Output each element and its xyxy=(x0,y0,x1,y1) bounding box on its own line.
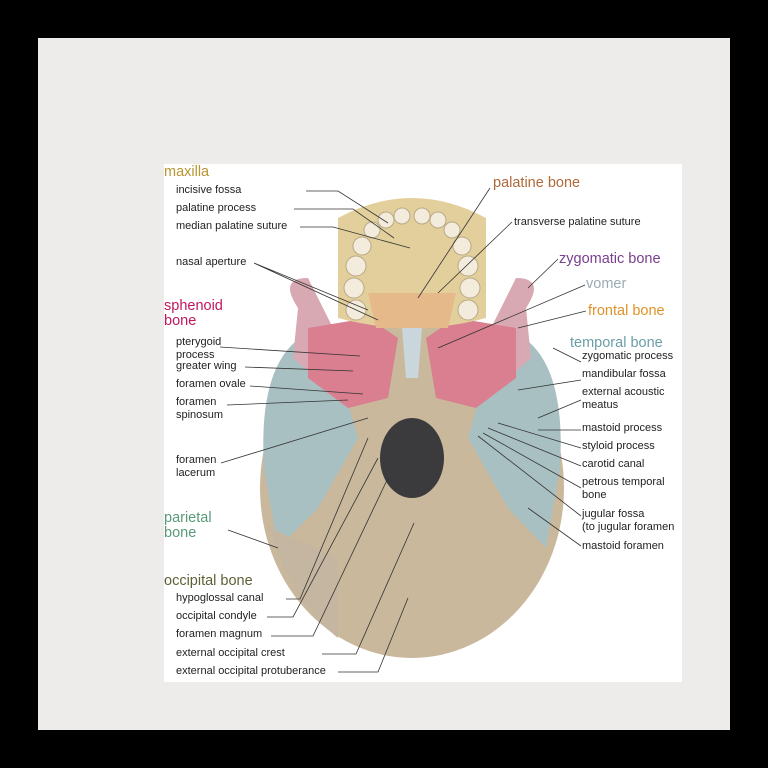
label-left: hypoglossal canal xyxy=(176,592,264,604)
skull-base-diagram: maxilla palatine bone zygomatic bone vom… xyxy=(164,164,682,682)
label-left: nasal aperture xyxy=(176,256,247,268)
heading-sphenoid-bone: sphenoid bone xyxy=(164,298,223,329)
label-left: external occipital crest xyxy=(176,647,285,659)
heading-parietal-bone: parietal bone xyxy=(164,510,212,541)
label-left: occipital condyle xyxy=(176,610,257,622)
sphenoid-right xyxy=(426,318,516,408)
label-right: carotid canal xyxy=(582,458,645,470)
leader-lines xyxy=(219,187,587,673)
frame-mat: maxilla palatine bone zygomatic bone vom… xyxy=(38,38,730,730)
label-left: external occipital protuberance xyxy=(176,665,326,677)
label-right: jugular fossa (to jugular foramen xyxy=(582,508,675,533)
palatine-shape xyxy=(368,293,456,328)
label-right: zygomatic process xyxy=(582,350,674,362)
sphenoid-left xyxy=(308,318,398,408)
label-left: greater wing xyxy=(176,360,237,372)
label-left: foramen lacerum xyxy=(176,454,217,479)
heading-maxilla: maxilla xyxy=(164,164,210,180)
label-left: foramen spinosum xyxy=(176,396,224,421)
heading-zygomatic-bone: zygomatic bone xyxy=(559,251,661,267)
heading-palatine-bone: palatine bone xyxy=(493,175,581,191)
heading-frontal-bone: frontal bone xyxy=(588,303,665,319)
label-left: palatine process xyxy=(176,202,257,214)
label-left: incisive fossa xyxy=(176,184,242,196)
label-left: median palatine suture xyxy=(176,220,288,232)
label-right: mandibular fossa xyxy=(582,368,666,380)
skull-illustration xyxy=(219,187,587,673)
heading-vomer: vomer xyxy=(586,276,627,292)
label-left: pterygoid process xyxy=(176,336,222,361)
label-right: mastoid foramen xyxy=(582,540,664,552)
heading-temporal-bone: temporal bone xyxy=(570,335,663,351)
label-left: foramen magnum xyxy=(176,628,263,640)
label-right: petrous temporal bone xyxy=(582,476,665,501)
label-right: mastoid process xyxy=(582,422,663,434)
heading-occipital-bone: occipital bone xyxy=(164,573,253,589)
foramen-magnum xyxy=(380,418,444,498)
label-right: transverse palatine suture xyxy=(514,216,641,228)
label-left: foramen ovale xyxy=(176,378,246,390)
label-right: external acoustic meatus xyxy=(582,386,665,411)
label-right: styloid process xyxy=(582,440,655,452)
vomer-shape xyxy=(402,328,422,378)
